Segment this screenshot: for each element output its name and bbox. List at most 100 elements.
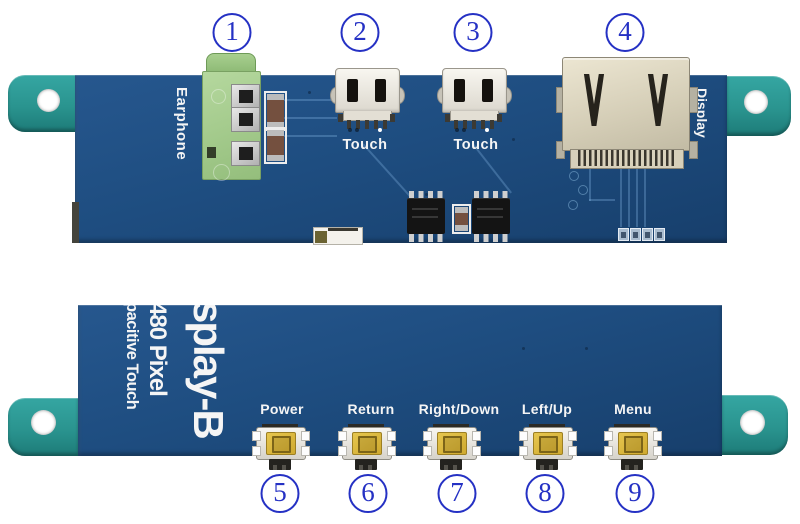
test-point-ring xyxy=(568,200,578,210)
usb-body xyxy=(442,68,507,113)
via-dot xyxy=(522,347,525,350)
usb-slot xyxy=(454,79,465,102)
trace-line xyxy=(636,169,638,227)
menu-button-label: Menu xyxy=(614,401,652,417)
switch-pad xyxy=(604,431,613,441)
display-label: Display xyxy=(694,88,710,138)
menu-button-switch xyxy=(604,424,662,472)
callout-2: 2 xyxy=(340,13,380,52)
solder-pad xyxy=(642,228,653,241)
switch-pad xyxy=(338,431,347,441)
switch-pad xyxy=(604,446,613,456)
hdmi-claw-slot xyxy=(647,74,669,126)
usb-slot xyxy=(375,79,386,102)
hdmi-claw-slot xyxy=(583,74,605,126)
switch-pad xyxy=(568,431,577,441)
usb-pin xyxy=(383,120,387,129)
silkscreen-resolution: 480 Pixel xyxy=(144,305,171,396)
hdmi-side-tab xyxy=(689,141,698,159)
via-dot xyxy=(585,347,588,350)
hdmi-pins xyxy=(578,150,674,166)
switch-top-edge xyxy=(348,424,384,429)
switch-top-edge xyxy=(433,424,469,429)
usb-pin xyxy=(454,120,458,129)
usb-anchor-pad xyxy=(390,114,395,122)
earphone-label: Earphone xyxy=(173,87,190,161)
slide-switch-knob xyxy=(315,231,327,243)
trace-line xyxy=(282,99,337,101)
jack-contact xyxy=(231,141,260,166)
capacitor xyxy=(264,127,287,164)
switch-pad xyxy=(387,446,396,456)
left-up-button-label: Left/Up xyxy=(521,401,573,417)
switch-pad xyxy=(519,446,528,456)
switch-pad xyxy=(387,431,396,441)
switch-connector xyxy=(269,459,291,470)
mounting-hole xyxy=(744,90,768,114)
ic-marking xyxy=(477,216,503,218)
solder-pad xyxy=(355,128,359,132)
usb-anchor-pad xyxy=(338,114,343,122)
mounting-tab-bottom-right xyxy=(722,395,788,455)
hdmi-display-connector xyxy=(556,57,698,169)
switch-connector xyxy=(440,459,462,470)
callout-1: 1 xyxy=(212,13,252,52)
usb-pin xyxy=(472,120,476,129)
solder-pad xyxy=(455,128,459,132)
connector-pin xyxy=(368,465,372,470)
callout-6: 6 xyxy=(348,474,388,513)
solder-pad xyxy=(654,228,665,241)
switch-plunger xyxy=(358,436,377,453)
switch-pad xyxy=(472,446,481,456)
ic-chip xyxy=(472,198,510,234)
capacitor xyxy=(264,91,287,131)
usb-slot xyxy=(482,79,493,102)
usb-body xyxy=(335,68,400,113)
usb-anchor-pad xyxy=(497,114,502,122)
silkscreen-product-name: splay-B xyxy=(185,305,232,438)
usb-pin xyxy=(490,120,494,129)
callout-5: 5 xyxy=(260,474,300,513)
micro-usb-touch-port-2 xyxy=(437,68,512,134)
trace-line xyxy=(282,117,337,119)
power-button-label: Power xyxy=(260,401,304,417)
right-down-button-switch xyxy=(423,424,481,472)
slide-switch xyxy=(313,227,363,245)
edge-connector-strip xyxy=(72,202,79,243)
solder-pad xyxy=(618,228,629,241)
silkscreen-touch-type: pacitive Touch xyxy=(123,305,141,410)
test-point-ring xyxy=(569,171,579,181)
solder-pad xyxy=(630,228,641,241)
mounting-tab-bottom-left xyxy=(8,398,78,456)
ic-pins xyxy=(474,191,510,200)
ic-pins xyxy=(409,233,445,242)
power-button-switch xyxy=(252,424,310,472)
micro-usb-touch-port-1 xyxy=(330,68,405,134)
switch-pad xyxy=(423,431,432,441)
switch-top-edge xyxy=(529,424,565,429)
mounting-tab-top-left xyxy=(8,75,77,132)
ic-marking xyxy=(477,208,503,210)
solder-pad xyxy=(462,128,466,132)
switch-connector xyxy=(536,459,558,470)
callout-7: 7 xyxy=(437,474,477,513)
right-down-button-label: Right/Down xyxy=(418,401,500,417)
solder-pad xyxy=(348,128,352,132)
jack-contact xyxy=(231,107,260,132)
usb-pin xyxy=(374,120,378,129)
left-up-button-switch xyxy=(519,424,577,472)
mounting-tab-top-right xyxy=(727,76,791,136)
mold-mark xyxy=(211,89,226,104)
mounting-hole xyxy=(31,410,56,435)
hdmi-shell xyxy=(562,57,690,151)
resistor xyxy=(452,204,471,234)
trace-line xyxy=(644,169,646,227)
switch-plunger xyxy=(272,436,291,453)
switch-pad xyxy=(252,431,261,441)
switch-plunger xyxy=(539,436,558,453)
switch-pad xyxy=(423,446,432,456)
switch-pad xyxy=(653,446,662,456)
trace-line xyxy=(620,169,622,227)
switch-top-edge xyxy=(262,424,298,429)
usb-pin xyxy=(347,120,351,129)
